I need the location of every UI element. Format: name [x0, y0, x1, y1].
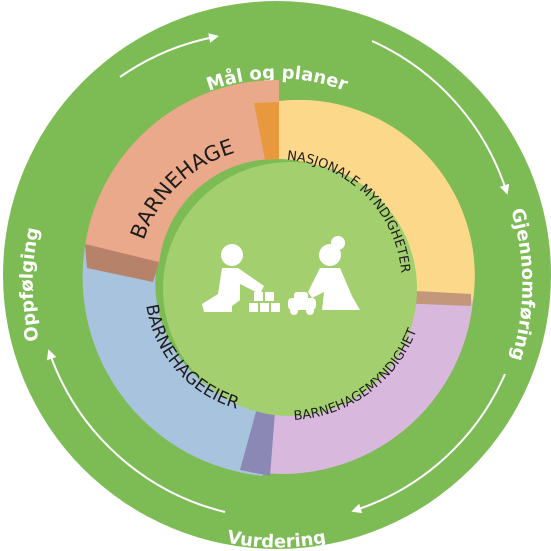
overlap-barnehage-nasjonale	[254, 102, 279, 160]
sector-barnehage	[85, 79, 279, 265]
sector-barnehageeier	[82, 246, 263, 476]
arrow-bottom-left	[46, 349, 226, 513]
inner-circle	[163, 162, 417, 416]
cycle-arrows	[46, 33, 510, 514]
overlap-barnehage-eier	[85, 244, 159, 282]
arrow-top-left	[119, 33, 219, 78]
overlap-myndighet-eier	[240, 408, 275, 476]
arrow-bottom-right	[351, 373, 506, 514]
children-playing-icon	[202, 236, 360, 315]
arrow-top-right	[371, 40, 510, 195]
